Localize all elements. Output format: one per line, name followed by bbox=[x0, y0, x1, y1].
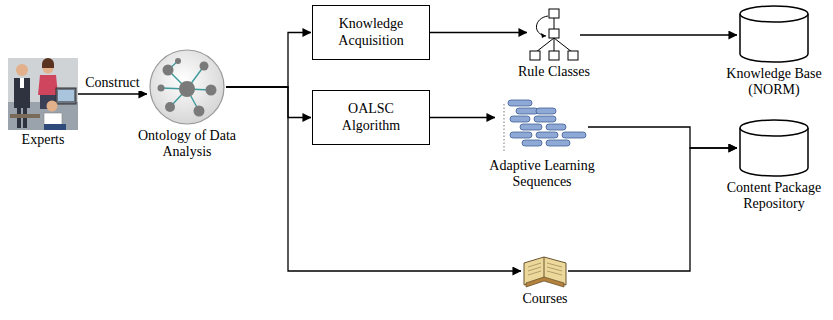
node-label: OALSC Algorithm bbox=[321, 101, 421, 135]
connector-arrow bbox=[226, 87, 311, 118]
process-box: Knowledge Acquisition bbox=[312, 5, 430, 60]
connector-arrow bbox=[588, 127, 737, 148]
connector-arrow bbox=[580, 34, 737, 35]
experts-shape bbox=[8, 58, 78, 130]
node-label: Knowledge Base (NORM) bbox=[718, 66, 830, 98]
connector-arrow bbox=[430, 32, 527, 33]
database-cylinder: Knowledge Base (NORM) bbox=[718, 4, 830, 98]
experts-figure: Experts bbox=[3, 58, 83, 148]
cylinder-shape bbox=[738, 118, 810, 178]
ontology-shape bbox=[148, 48, 226, 126]
connector-arrow bbox=[430, 117, 495, 118]
course-book: Courses bbox=[500, 253, 590, 307]
node-label: Knowledge Acquisition bbox=[321, 16, 421, 50]
cylinder-shape bbox=[738, 4, 810, 64]
edge-label: Construct bbox=[83, 75, 141, 91]
sequences-shape bbox=[496, 98, 588, 156]
node-label: Experts bbox=[22, 132, 65, 148]
process-box: OALSC Algorithm bbox=[312, 90, 430, 145]
connector-arrow bbox=[226, 87, 521, 271]
ontology-figure: Ontology of Data Analysis bbox=[135, 48, 239, 160]
database-cylinder: Content Package Repository bbox=[718, 118, 830, 212]
node-label: Courses bbox=[522, 291, 567, 307]
node-label: Ontology of Data Analysis bbox=[135, 128, 239, 160]
rule-classes-icon: Rule Classes bbox=[508, 8, 600, 80]
sequence-icon: Adaptive Learning Sequences bbox=[483, 98, 601, 190]
node-label: Rule Classes bbox=[518, 64, 590, 80]
book-shape bbox=[522, 253, 568, 289]
connector-arrow bbox=[226, 33, 311, 88]
node-label: Content Package Repository bbox=[718, 180, 830, 212]
node-label: Adaptive Learning Sequences bbox=[483, 158, 601, 190]
connector-arrow bbox=[78, 93, 147, 94]
rules-shape bbox=[528, 8, 580, 62]
